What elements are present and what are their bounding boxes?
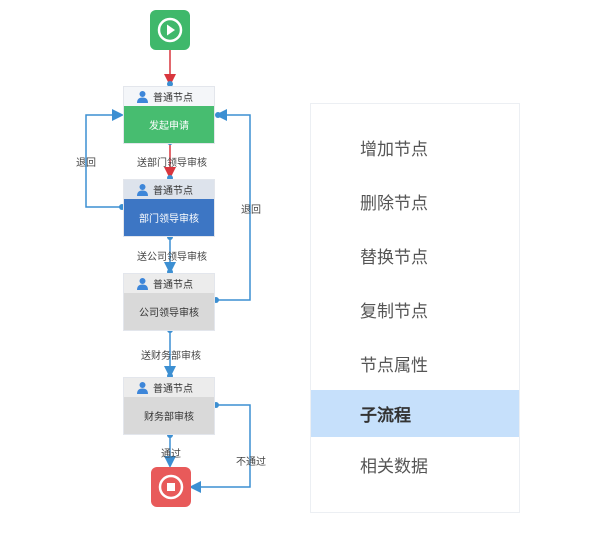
user-icon bbox=[137, 382, 148, 394]
node-type-label: 普通节点 bbox=[153, 186, 193, 197]
node-title: 公司领导审核 bbox=[124, 293, 214, 330]
menu-item-delete-node[interactable]: 删除节点 bbox=[360, 193, 428, 214]
edge-return-dept-to-apply[interactable] bbox=[85, 109, 124, 208]
node-header: 普通节点 bbox=[124, 274, 214, 293]
context-menu: 增加节点 删除节点 替换节点 复制节点 节点属性 子流程 相关数据 bbox=[310, 103, 520, 513]
edge-label-return-left: 退回 bbox=[76, 158, 96, 169]
edge-label-send-dept: 送部门领导审核 bbox=[137, 158, 207, 169]
node-header: 普通节点 bbox=[124, 87, 214, 106]
end-node[interactable] bbox=[151, 467, 191, 507]
menu-item-related-data[interactable]: 相关数据 bbox=[360, 456, 428, 477]
user-icon bbox=[137, 278, 148, 290]
node-type-label: 普通节点 bbox=[153, 384, 193, 395]
menu-item-add-node[interactable]: 增加节点 bbox=[360, 139, 428, 160]
flow-node-dept-review[interactable]: 普通节点 部门领导审核 bbox=[123, 179, 215, 237]
stop-icon bbox=[158, 474, 184, 500]
flow-node-finance-review[interactable]: 普通节点 财务部审核 bbox=[123, 377, 215, 435]
start-node[interactable] bbox=[150, 10, 190, 50]
node-header: 普通节点 bbox=[124, 180, 214, 199]
edge-label-pass: 通过 bbox=[161, 449, 181, 460]
flow-node-apply[interactable]: 普通节点 发起申请 bbox=[123, 86, 215, 144]
flow-node-company-review[interactable]: 普通节点 公司领导审核 bbox=[123, 273, 215, 331]
user-icon bbox=[137, 91, 148, 103]
edge-label-send-finance: 送财务部审核 bbox=[141, 351, 201, 362]
menu-item-copy-node[interactable]: 复制节点 bbox=[360, 301, 428, 322]
node-header: 普通节点 bbox=[124, 378, 214, 397]
play-icon bbox=[157, 17, 183, 43]
node-title: 财务部审核 bbox=[124, 397, 214, 434]
edge-notpass-finance-to-end[interactable] bbox=[189, 404, 251, 493]
node-type-label: 普通节点 bbox=[153, 93, 193, 104]
edge-return-company-to-apply[interactable] bbox=[215, 109, 251, 301]
edge-label-not-pass: 不通过 bbox=[236, 457, 266, 468]
edge-label-return-right: 退回 bbox=[241, 205, 261, 216]
edge-label-send-company: 送公司领导审核 bbox=[137, 252, 207, 263]
user-icon bbox=[137, 184, 148, 196]
node-type-label: 普通节点 bbox=[153, 280, 193, 291]
menu-item-subprocess[interactable]: 子流程 bbox=[311, 390, 519, 437]
menu-item-node-properties[interactable]: 节点属性 bbox=[360, 355, 428, 376]
menu-item-replace-node[interactable]: 替换节点 bbox=[360, 247, 428, 268]
node-title: 发起申请 bbox=[124, 106, 214, 143]
node-title: 部门领导审核 bbox=[124, 199, 214, 236]
